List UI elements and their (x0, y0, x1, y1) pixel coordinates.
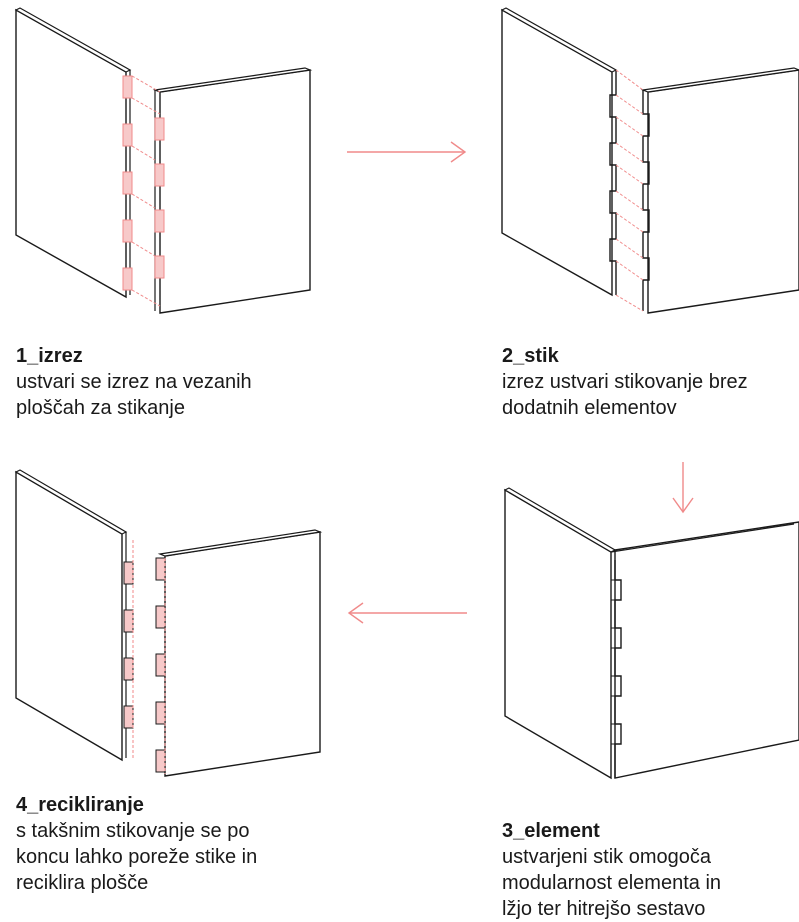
step-1-line-2: ploščah za stikanje (16, 397, 185, 419)
fig3-left-panel (504, 488, 612, 780)
fig2-right-panel-top-edge (640, 67, 799, 93)
arrow-left (347, 602, 467, 624)
step-2-line-2: dodatnih elementov (502, 397, 677, 419)
fig1-guide-lines (131, 75, 161, 307)
step-4-line-1: s takšnim stikovanje se po (16, 820, 250, 842)
fig3-joint-edge (614, 560, 622, 778)
step-4-line-2: koncu lahko poreže stike in (16, 846, 258, 868)
fig2-left-panel (501, 8, 613, 297)
fig2-guide-lines (615, 69, 644, 312)
fig4-left-cut-tabs (123, 561, 134, 729)
fig4-right-panel-top-edge (157, 529, 323, 557)
fig4-right-panel (164, 531, 321, 777)
fig4-left-panel (15, 470, 123, 762)
fig1-right-panel (159, 69, 311, 314)
step-2-caption: 2_stik izrez ustvari stikovanje brez dod… (502, 343, 748, 421)
step-4-caption: 4_recikliranje s takšnim stikovanje se p… (16, 792, 257, 896)
step-3-title: 3_element (502, 820, 600, 842)
fig1-left-panel (15, 8, 127, 299)
step-1-caption: 1_izrez ustvari se izrez na vezanih ploš… (16, 343, 252, 421)
fig2-left-notched-edge (609, 70, 617, 295)
step-1-title: 1_izrez (16, 345, 83, 367)
arrow-down (672, 462, 694, 514)
step-1-line-1: ustvari se izrez na vezanih (16, 371, 252, 393)
arrow-right (347, 141, 467, 163)
fig2-right-notched-edge (642, 90, 650, 311)
step-3-line-2: modularnost elementa in (502, 872, 722, 894)
fig1-right-tabs (154, 117, 165, 279)
figure-1-panels-with-cutouts (14, 7, 313, 314)
step-3-line-1: ustvarjeni stik omogoča (502, 846, 711, 868)
step-4-title: 4_recikliranje (16, 794, 144, 816)
fig2-right-panel (647, 69, 799, 314)
fig4-right-cut-tabs (155, 557, 166, 773)
step-4-line-3: reciklira plošče (16, 872, 149, 894)
figure-3-element (503, 487, 799, 780)
step-3-line-3: lžjo ter hitrejšo sestavo (502, 898, 706, 920)
step-3-caption: 3_element ustvarjeni stik omogoča modula… (502, 818, 721, 922)
figure-2-joint (500, 7, 799, 314)
fig3-right-panel (614, 521, 799, 779)
step-2-line-1: izrez ustvari stikovanje brez (502, 371, 748, 393)
step-2-title: 2_stik (502, 345, 559, 367)
figure-4-recycling (14, 469, 323, 777)
fig1-left-tabs (122, 75, 133, 291)
